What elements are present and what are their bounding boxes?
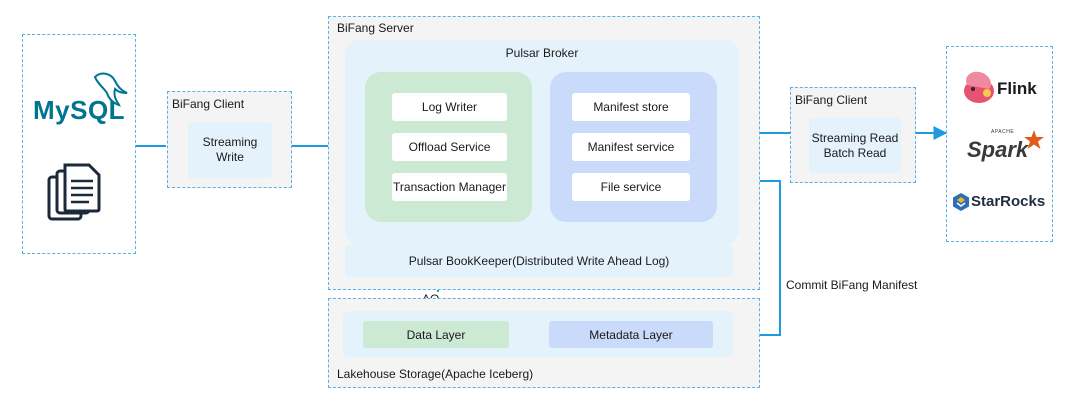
streaming-write-line2: Write [216, 150, 244, 164]
pulsar-broker-title: Pulsar Broker [505, 46, 579, 60]
bifang-client-left-title: BiFang Client [172, 97, 245, 111]
metadata-layer-label: Metadata Layer [589, 327, 673, 342]
manifest-store-box: Manifest store [572, 93, 690, 121]
file-service-box: File service [572, 173, 690, 201]
bifang-client-left: BiFang Client Streaming Write [167, 91, 292, 188]
mysql-logo: MySQL [31, 69, 129, 129]
flink-logo: Flink [959, 67, 1051, 107]
spark-logo: APACHE Spark [965, 129, 1051, 169]
pulsar-broker: Pulsar Broker Log Writer Offload Service… [345, 40, 739, 245]
file-service-label: File service [600, 180, 662, 194]
bifang-client-right-title: BiFang Client [795, 93, 868, 107]
pulsar-bookkeeper-label: Pulsar BookKeeper(Distributed Write Ahea… [408, 254, 670, 268]
streaming-write-box: Streaming Write [188, 122, 272, 178]
offload-service-label: Offload Service [408, 140, 491, 154]
lakehouse-storage: Data Layer Metadata Layer Lakehouse Stor… [328, 298, 760, 388]
starrocks-wordmark: StarRocks [971, 193, 1046, 210]
streaming-read-line2: Batch Read [823, 145, 887, 160]
broker-green-panel: Log Writer Offload Service Transaction M… [365, 72, 532, 222]
document-stack-icon [47, 163, 101, 221]
streaming-read-line1: Streaming Read [811, 130, 899, 145]
starrocks-icon [953, 193, 969, 211]
squirrel-icon [964, 71, 994, 103]
data-layer-label: Data Layer [406, 327, 466, 342]
flink-wordmark: Flink [997, 79, 1037, 98]
log-writer-box: Log Writer [392, 93, 507, 121]
bifang-client-right: BiFang Client Streaming Read Batch Read [790, 87, 916, 183]
offload-service-box: Offload Service [392, 133, 507, 161]
bifang-server: BiFang Server Pulsar Broker Log Writer O… [328, 16, 760, 290]
lakehouse-title: Lakehouse Storage(Apache Iceberg) [337, 367, 534, 381]
pulsar-bookkeeper-box: Pulsar BookKeeper(Distributed Write Ahea… [345, 245, 733, 277]
manifest-store-label: Manifest store [593, 100, 669, 114]
spark-wordmark: Spark [967, 137, 1029, 162]
metadata-layer-box: Metadata Layer [549, 321, 713, 348]
sources-panel: MySQL [22, 34, 136, 254]
broker-blue-panel: Manifest store Manifest service File ser… [550, 72, 717, 222]
mysql-wordmark: MySQL [33, 95, 126, 125]
data-layer-box: Data Layer [363, 321, 509, 348]
log-writer-label: Log Writer [421, 100, 478, 114]
dolphin-icon [93, 72, 128, 107]
bifang-server-title: BiFang Server [337, 21, 414, 35]
streaming-write-line1: Streaming [202, 135, 258, 149]
manifest-service-box: Manifest service [572, 133, 690, 161]
spark-apache-label: APACHE [991, 129, 1015, 135]
streaming-read-box: Streaming Read Batch Read [809, 118, 901, 173]
commit-label: Commit BiFang Manifest [786, 278, 918, 292]
starrocks-logo: StarRocks [951, 192, 1053, 216]
transaction-manager-box: Transaction Manager [392, 173, 507, 201]
transaction-manager-label: Transaction Manager [393, 180, 506, 194]
star-icon [1024, 130, 1044, 149]
manifest-service-label: Manifest service [587, 140, 675, 154]
engines-panel: Flink APACHE Spark StarRocks [946, 46, 1053, 242]
